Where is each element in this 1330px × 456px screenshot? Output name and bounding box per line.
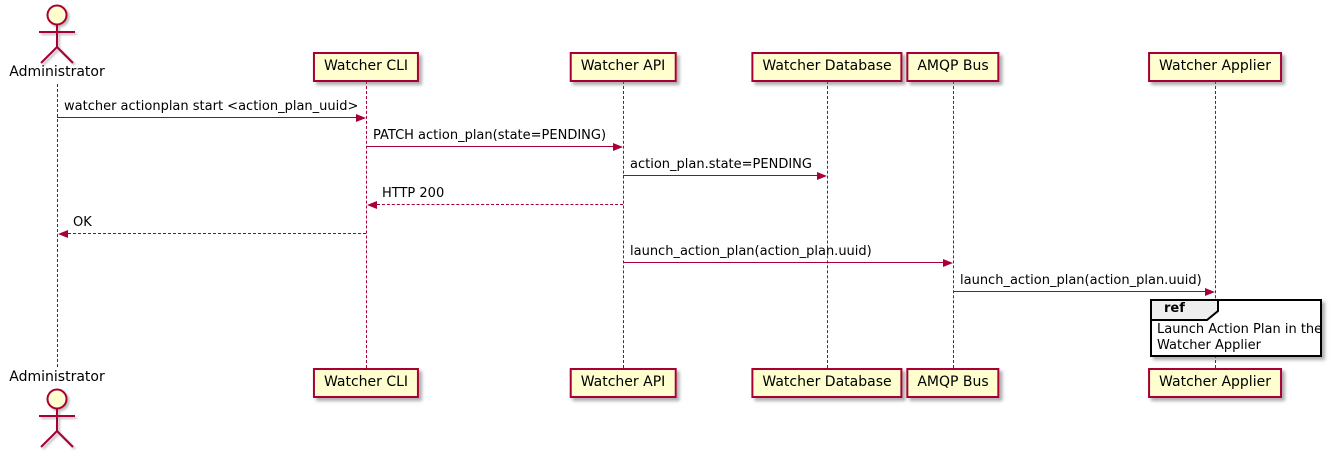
lifeline-watcher-database [827, 81, 828, 368]
message-label: HTTP 200 [382, 186, 445, 201]
ref-header: ref [1150, 299, 1220, 321]
message-label: launch_action_plan(action_plan.uuid) [630, 244, 872, 259]
lifeline-watcher-api [623, 81, 624, 368]
message-line [623, 262, 947, 263]
message-label: watcher actionplan start <action_plan_uu… [64, 99, 359, 114]
participant-box-watcher-database-top: Watcher Database [751, 52, 903, 82]
participant-box-watcher-applier-top: Watcher Applier [1148, 52, 1282, 82]
message-line [63, 233, 366, 234]
message-line [953, 291, 1209, 292]
participant-box-watcher-api-top: Watcher API [569, 52, 677, 82]
lifeline-administrator [57, 84, 58, 367]
participant-box-watcher-applier-bottom: Watcher Applier [1148, 368, 1282, 398]
participant-box-amqp-bus-bottom: AMQP Bus [906, 368, 1000, 398]
ref-text: Launch Action Plan in the Watcher Applie… [1157, 322, 1322, 354]
message-line [623, 175, 821, 176]
participant-box-watcher-database-bottom: Watcher Database [751, 368, 903, 398]
lifeline-watcher-applier [1215, 81, 1216, 368]
participant-box-amqp-bus-top: AMQP Bus [906, 52, 1000, 82]
message-arrowhead-icon [613, 142, 623, 151]
ref-text-line2: Watcher Applier [1157, 338, 1261, 353]
ref-keyword: ref [1164, 301, 1185, 316]
message-arrowhead-icon [817, 171, 827, 180]
actor-label-bottom: Administrator [9, 369, 105, 385]
participant-box-watcher-cli-top: Watcher CLI [312, 52, 420, 82]
message-label: launch_action_plan(action_plan.uuid) [960, 273, 1202, 288]
message-arrowhead-icon [58, 229, 68, 238]
message-label: OK [73, 215, 92, 230]
actor-figure-bottom [35, 386, 79, 450]
message-arrowhead-icon [367, 200, 377, 209]
actor-label-top: Administrator [9, 64, 105, 80]
message-line [366, 146, 617, 147]
actor-figure-top [35, 2, 79, 66]
ref-text-line1: Launch Action Plan in the [1157, 322, 1323, 337]
participant-box-watcher-cli-bottom: Watcher CLI [312, 368, 420, 398]
message-arrowhead-icon [356, 113, 366, 122]
message-label: PATCH action_plan(state=PENDING) [373, 128, 607, 143]
message-line [372, 204, 623, 205]
message-arrowhead-icon [1205, 287, 1215, 296]
message-label: action_plan.state=PENDING [630, 157, 812, 172]
participant-box-watcher-api-bottom: Watcher API [569, 368, 677, 398]
lifeline-watcher-cli [366, 81, 367, 368]
lifeline-amqp-bus [953, 81, 954, 368]
ref-pentagon-icon [1150, 299, 1219, 321]
message-arrowhead-icon [943, 258, 953, 267]
message-line [57, 117, 360, 118]
ref-fragment: ref Launch Action Plan in the Watcher Ap… [1150, 299, 1322, 357]
